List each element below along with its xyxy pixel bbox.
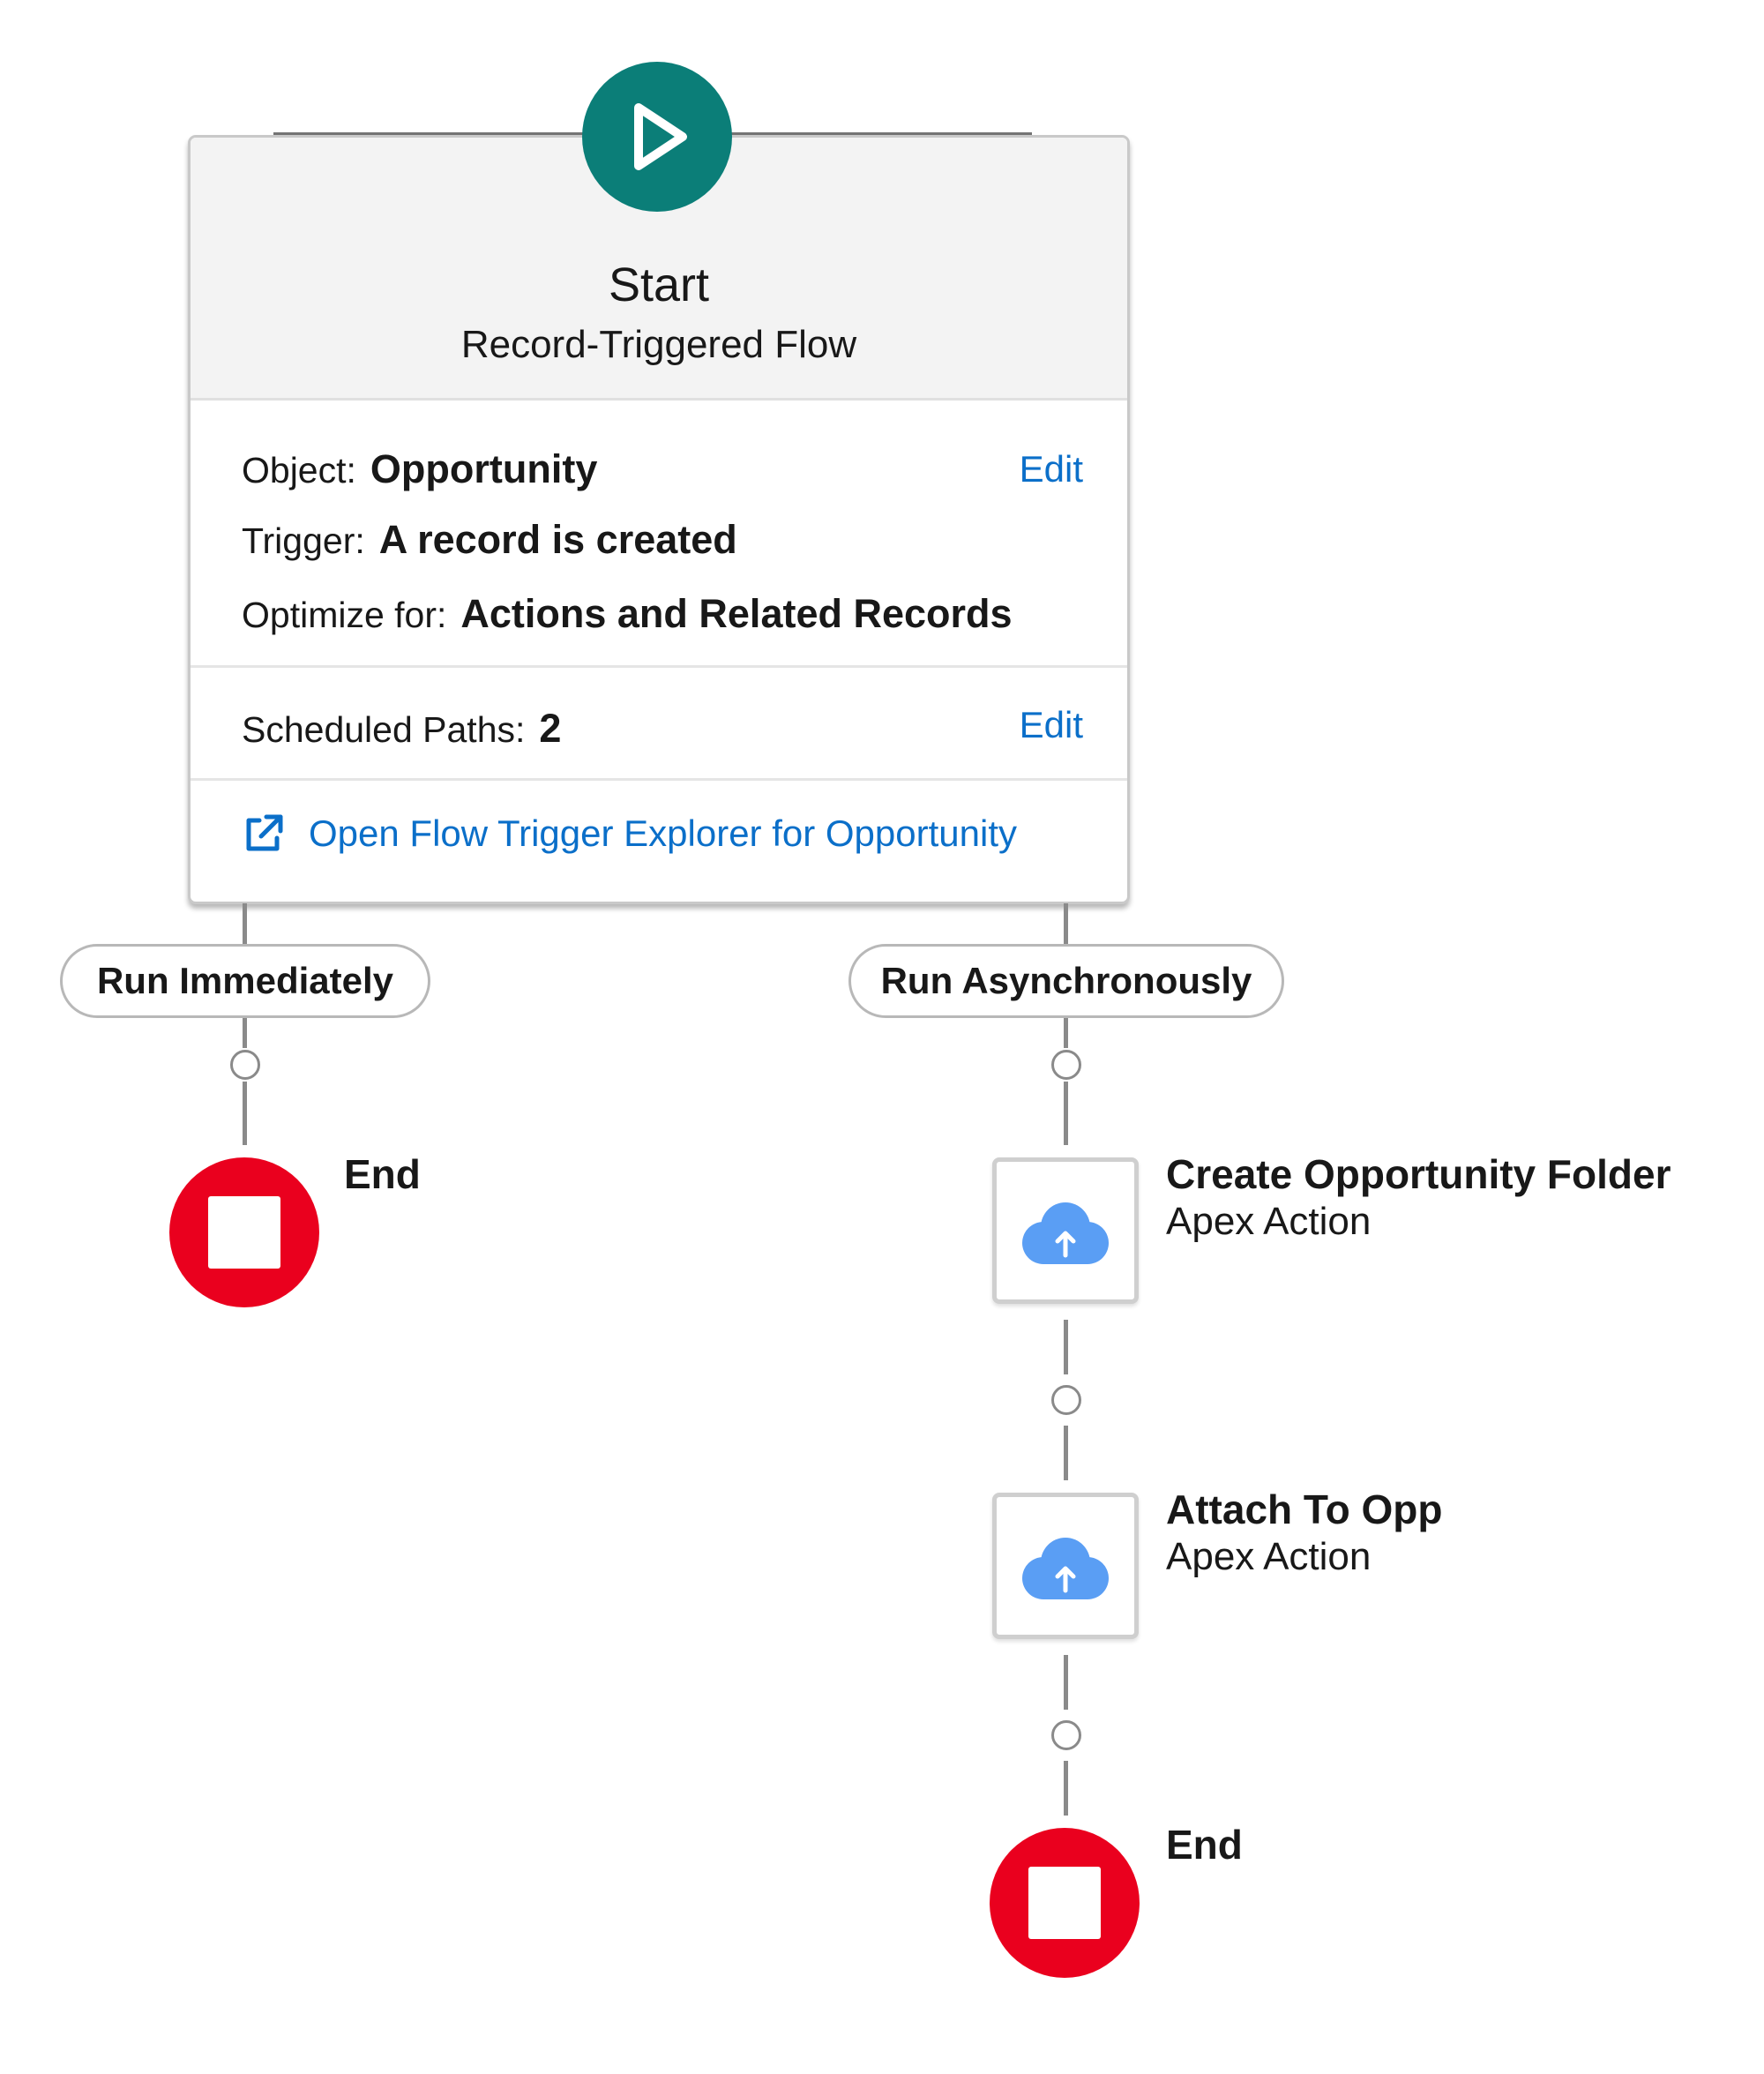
connector-line xyxy=(243,903,247,946)
optimize-row: Optimize for: Actions and Related Record… xyxy=(242,591,1013,637)
edit-scheduled-paths-link[interactable]: Edit xyxy=(1019,704,1083,745)
connector-line xyxy=(1064,1082,1068,1145)
optimize-value: Actions and Related Records xyxy=(460,591,1013,636)
action-1-type: Apex Action xyxy=(1166,1200,1372,1243)
start-subtitle: Record-Triggered Flow xyxy=(460,323,857,366)
action-2-title: Attach To Opp xyxy=(1166,1486,1443,1532)
stop-icon xyxy=(1028,1867,1101,1939)
add-element-connector[interactable] xyxy=(1051,1720,1081,1750)
open-flow-trigger-explorer-link[interactable]: Open Flow Trigger Explorer for Opportuni… xyxy=(242,812,1017,856)
start-element-card[interactable]: Start Record-Triggered Flow Object: Oppo… xyxy=(188,135,1130,904)
open-link-label: Open Flow Trigger Explorer for Opportuni… xyxy=(309,812,1018,854)
external-link-icon xyxy=(246,814,283,851)
stop-icon xyxy=(208,1196,280,1269)
play-icon xyxy=(582,62,732,212)
object-row: Object: Opportunity xyxy=(242,446,597,492)
trigger-value: A record is created xyxy=(378,517,737,562)
start-title: Start xyxy=(608,258,710,311)
action-1-title: Create Opportunity Folder xyxy=(1166,1151,1671,1197)
path-run-asynchronously[interactable]: Run Asynchronously xyxy=(848,944,1284,1018)
end-node-right-label: End xyxy=(1166,1822,1243,1868)
edit-trigger-link[interactable]: Edit xyxy=(1019,448,1083,490)
connector-line xyxy=(1064,1320,1068,1374)
scheduled-paths-label: Scheduled Paths: xyxy=(242,709,526,750)
section-divider xyxy=(191,665,1127,668)
connector-line xyxy=(1064,1655,1068,1710)
connector-line xyxy=(1064,1761,1068,1816)
optimize-label: Optimize for: xyxy=(242,595,447,635)
scheduled-paths-value: 2 xyxy=(539,706,562,751)
path-label: Run Immediately xyxy=(96,960,394,1001)
section-divider xyxy=(191,778,1127,781)
end-node-left-label: End xyxy=(344,1151,421,1197)
action-attach-to-opp[interactable] xyxy=(992,1493,1139,1639)
connector-line xyxy=(1064,1018,1068,1048)
end-node-right[interactable] xyxy=(990,1828,1140,1978)
trigger-label: Trigger: xyxy=(242,520,365,561)
end-node-left[interactable] xyxy=(169,1157,319,1307)
action-2-type: Apex Action xyxy=(1166,1535,1372,1578)
path-run-immediately[interactable]: Run Immediately xyxy=(60,944,430,1018)
connector-line xyxy=(1064,1426,1068,1480)
object-label: Object: xyxy=(242,450,356,490)
connector-line xyxy=(243,1082,247,1145)
connector-line xyxy=(1064,903,1068,946)
cloud-upload-icon xyxy=(1022,1538,1109,1599)
path-label: Run Asynchronously xyxy=(880,960,1252,1001)
cloud-upload-icon xyxy=(1022,1202,1109,1264)
scheduled-paths-row: Scheduled Paths: 2 xyxy=(242,706,561,752)
add-element-connector[interactable] xyxy=(1051,1050,1081,1080)
object-value: Opportunity xyxy=(370,446,598,491)
trigger-row: Trigger: A record is created xyxy=(242,517,737,563)
connector-line xyxy=(243,1018,247,1048)
action-create-opportunity-folder[interactable] xyxy=(992,1157,1139,1304)
play-triangle xyxy=(634,103,687,170)
add-element-connector[interactable] xyxy=(230,1050,260,1080)
add-element-connector[interactable] xyxy=(1051,1385,1081,1415)
